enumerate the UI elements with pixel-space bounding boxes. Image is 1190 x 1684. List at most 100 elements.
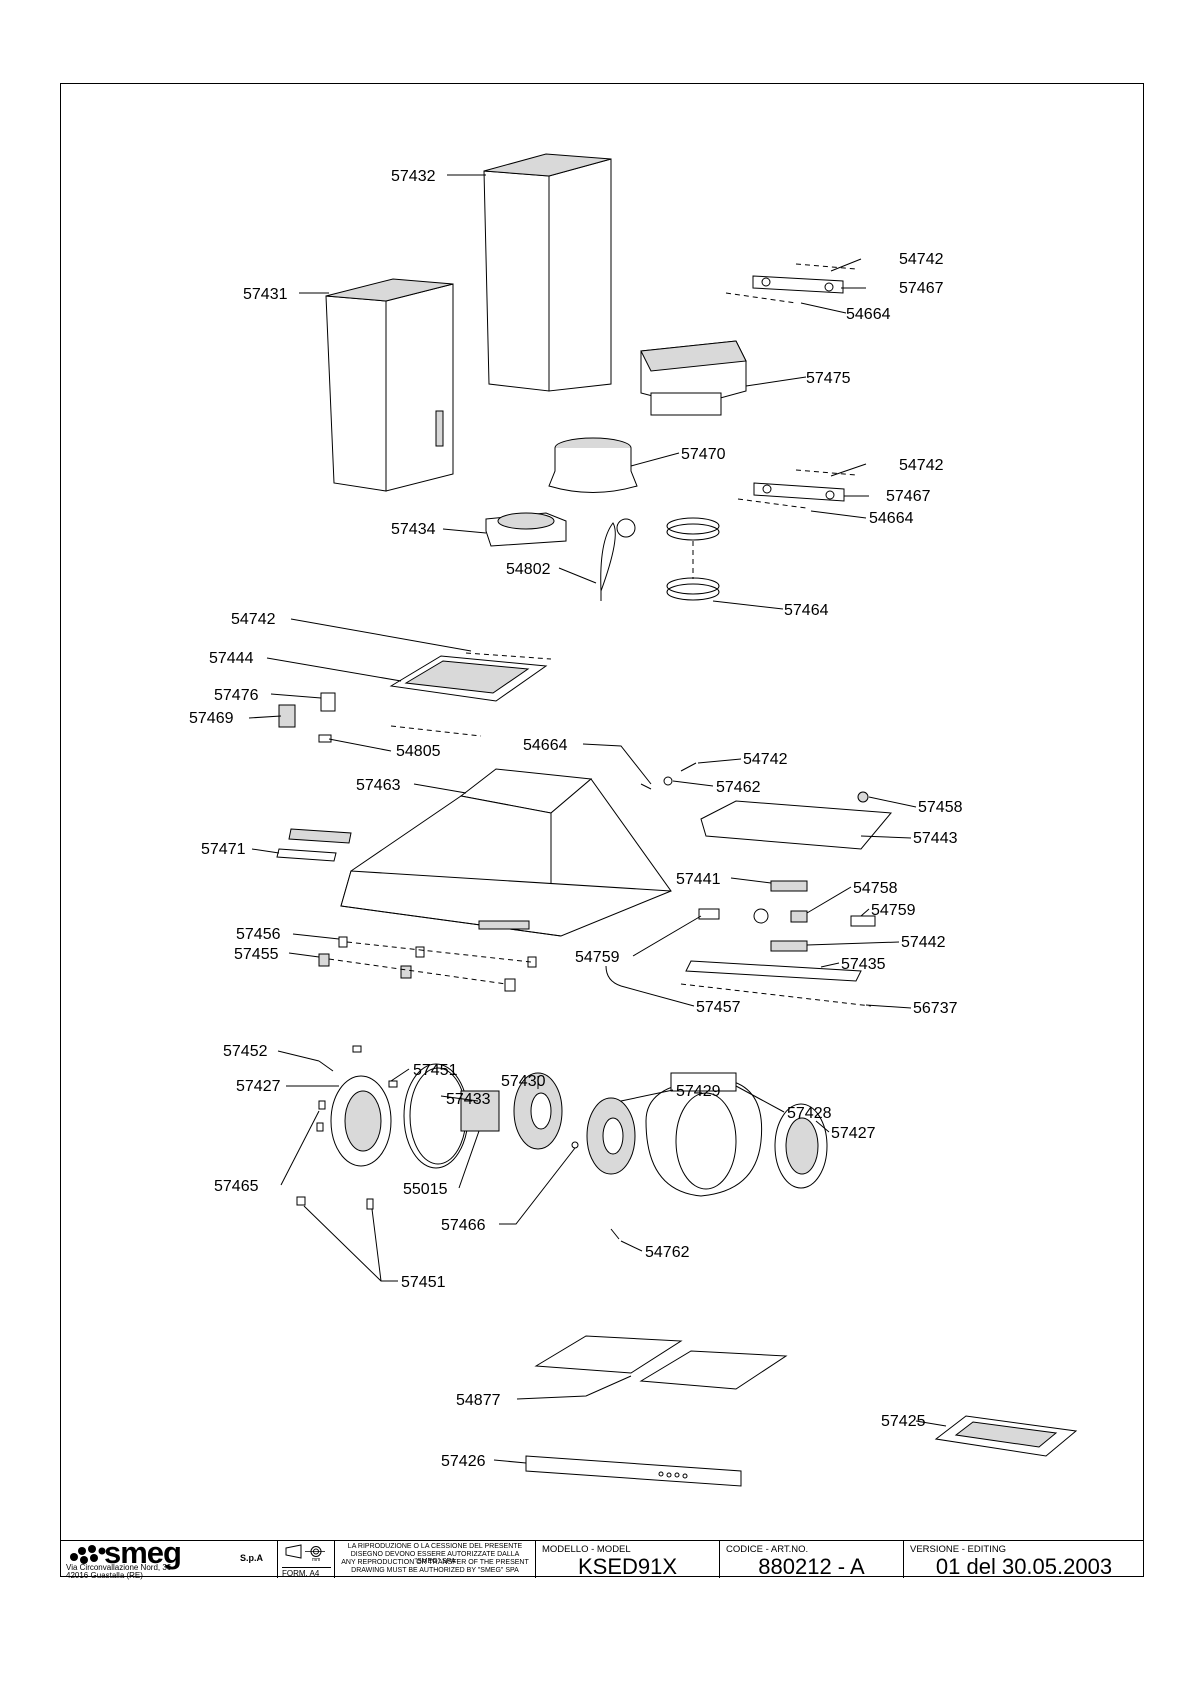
version-value: 01 del 30.05.2003 — [935, 1554, 1113, 1579]
label-54758: 54758 — [853, 880, 898, 897]
front-panel-57426 — [525, 1455, 742, 1487]
nut-57462 — [663, 776, 673, 786]
label-57470: 57470 — [681, 446, 726, 463]
label-57434: 57434 — [391, 521, 436, 538]
light-switch-57469 — [278, 704, 296, 728]
air-outlet-57470 — [548, 437, 638, 493]
label-54877: 54877 — [456, 1392, 501, 1409]
label-57430: 57430 — [501, 1073, 546, 1090]
hose-clamps-57464 — [666, 517, 720, 601]
cable-57457 — [605, 965, 622, 987]
format-cell: mm FORM. A4 — [277, 1541, 334, 1578]
label-57426: 57426 — [441, 1453, 486, 1470]
lamp-holder-57471 — [276, 828, 352, 862]
label-57475: 57475 — [806, 370, 851, 387]
notice-cell: LA RIPRODUZIONE O LA CESSIONE DEL PRESEN… — [334, 1541, 535, 1578]
scroll-housing-57428 — [645, 1072, 763, 1197]
label-54664-b: 54664 — [869, 510, 914, 527]
knob-54759-b — [698, 908, 720, 920]
leader-lines — [248, 174, 947, 1464]
label-57456: 57456 — [236, 926, 281, 943]
label-57451-b: 57451 — [401, 1274, 446, 1291]
label-57463: 57463 — [356, 777, 401, 794]
switch-57476 — [320, 692, 336, 712]
label-54742-d: 54742 — [743, 751, 788, 768]
clips-57456-57455 — [318, 936, 537, 992]
label-54664-c: 54664 — [523, 737, 568, 754]
label-57429: 57429 — [676, 1083, 721, 1100]
label-57427-a: 57427 — [236, 1078, 281, 1095]
projection-symbol-icon — [285, 1544, 325, 1559]
label-54742-a: 54742 — [899, 251, 944, 268]
label-57441: 57441 — [676, 871, 721, 888]
label-57452: 57452 — [223, 1043, 268, 1060]
power-cable-54802 — [600, 518, 636, 601]
label-57469: 57469 — [189, 710, 234, 727]
switch-block-57441 — [770, 880, 808, 892]
grease-filters-54877 — [534, 1335, 788, 1390]
label-57451-a: 57451 — [413, 1062, 458, 1079]
control-panel-57443 — [700, 800, 893, 850]
label-57467-a: 57467 — [899, 280, 944, 297]
label-57455: 57455 — [234, 946, 279, 963]
unit-mark: mm — [312, 1557, 321, 1563]
notice-italian: LA RIPRODUZIONE O LA CESSIONE DEL PRESEN… — [347, 1543, 523, 1565]
manual-57425 — [934, 1415, 1078, 1457]
knob-54759-a — [850, 915, 876, 927]
label-54805: 54805 — [396, 743, 441, 760]
label-54742-b: 54742 — [899, 457, 944, 474]
label-54759-b: 54759 — [575, 949, 620, 966]
label-57443: 57443 — [913, 830, 958, 847]
part-labels: 57432 57431 54742 57467 54664 57475 5747… — [189, 168, 963, 1470]
label-57465: 57465 — [214, 1178, 259, 1195]
label-54762: 54762 — [645, 1244, 690, 1261]
label-57433: 57433 — [446, 1091, 491, 1108]
hood-body-57463 — [340, 768, 672, 937]
notice-english: ANY REPRODUCTION OR TRANSFER OF THE PRES… — [341, 1559, 529, 1574]
label-54802: 54802 — [506, 561, 551, 578]
version-cell: VERSIONE - EDITING 01 del 30.05.2003 — [903, 1541, 1144, 1579]
label-57431: 57431 — [243, 286, 288, 303]
company-address-2: 42016 Guastalla (RE) — [66, 1571, 143, 1580]
version-header: VERSIONE - EDITING — [910, 1544, 1007, 1555]
label-57467-b: 57467 — [886, 488, 931, 505]
label-57425: 57425 — [881, 1413, 926, 1430]
impeller-57429 — [586, 1097, 636, 1175]
title-block: smeg S.p.A Via Circonvallazione Nord, 36… — [60, 1535, 1144, 1580]
model-value: KSED91X — [577, 1554, 678, 1579]
label-55015: 55015 — [403, 1181, 448, 1198]
label-57458: 57458 — [918, 799, 963, 816]
wall-bracket-57467-mid — [737, 469, 857, 509]
model-cell: MODELLO - MODEL KSED91X — [535, 1541, 719, 1579]
knob-57458 — [857, 791, 869, 803]
screw-54664-c — [640, 783, 652, 790]
exploded-parts-diagram: 57432 57431 54742 57467 54664 57475 5747… — [189, 153, 1078, 1487]
label-57457: 57457 — [696, 999, 741, 1016]
label-56737: 56737 — [913, 1000, 958, 1017]
model-header: MODELLO - MODEL — [542, 1544, 631, 1555]
impeller-57430 — [513, 1072, 563, 1150]
switch-block-57442 — [770, 940, 808, 952]
chimney-upper-57432 — [483, 153, 612, 392]
label-54759-a: 54759 — [871, 902, 916, 919]
switch-54758 — [753, 908, 808, 924]
gasket-57433 — [403, 1063, 469, 1169]
strip-57435 — [685, 960, 862, 982]
label-57432: 57432 — [391, 168, 436, 185]
drawing-sheet: 57432 57431 54742 57467 54664 57475 5747… — [60, 83, 1144, 1577]
small-parts-motor — [296, 1045, 620, 1240]
format-label: FORM. A4 — [282, 1567, 331, 1578]
company-suffix: S.p.A — [240, 1553, 264, 1563]
label-57428: 57428 — [787, 1105, 832, 1122]
fixing-plate-57444 — [389, 652, 552, 702]
company-address-1: Via Circonvallazione Nord, 36 — [66, 1563, 172, 1572]
label-54664-a: 54664 — [846, 306, 891, 323]
wall-bracket-57467-top — [725, 263, 857, 304]
label-57466: 57466 — [441, 1217, 486, 1234]
label-57435: 57435 — [841, 956, 886, 973]
company-cell: smeg S.p.A Via Circonvallazione Nord, 36… — [60, 1535, 277, 1580]
motor-flange-57434 — [485, 512, 567, 547]
label-57444: 57444 — [209, 650, 254, 667]
label-57462: 57462 — [716, 779, 761, 796]
flange-57427-left — [330, 1075, 392, 1167]
